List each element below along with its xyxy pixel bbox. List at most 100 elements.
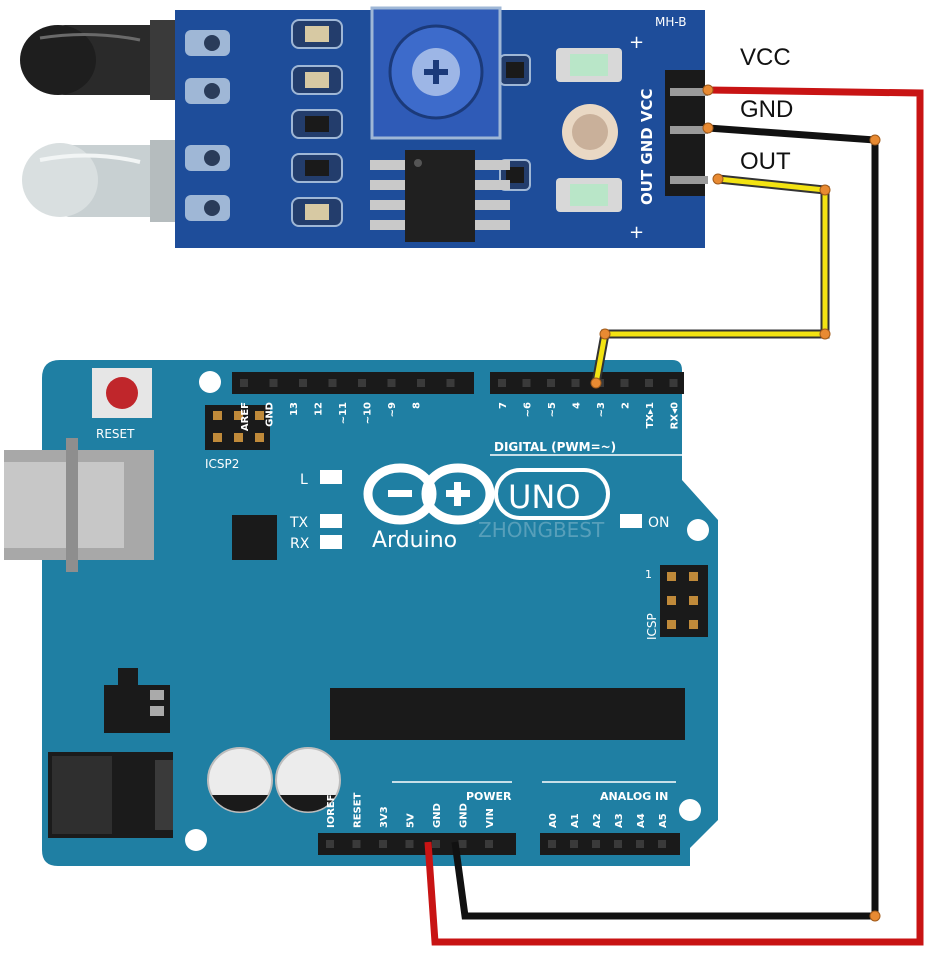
pin-label: A3	[614, 813, 625, 828]
uno-label: UNO	[508, 478, 581, 516]
pin-label: A1	[570, 813, 581, 828]
digital-left-pin-labels: AREF GND 13 12 ~11 ~10 ~9 8	[240, 402, 423, 431]
analog-label: ANALOG IN	[600, 790, 668, 803]
pin-label: A0	[548, 813, 559, 828]
icsp2-label: ICSP2	[205, 457, 239, 471]
pin-label: A5	[658, 813, 669, 828]
led-l-icon	[320, 470, 342, 484]
led-tx-icon	[320, 514, 342, 528]
pin-label: ~10	[363, 402, 374, 424]
reset-button[interactable]	[92, 368, 152, 418]
digital-header-left-pins	[240, 379, 455, 387]
pin-label: GND	[432, 803, 443, 828]
header-pin	[446, 379, 455, 387]
header-pin	[405, 840, 414, 848]
header-pin	[658, 840, 666, 848]
header-pin	[387, 379, 396, 387]
led-rx-icon	[320, 535, 342, 549]
ir-receiver-icon	[20, 20, 185, 100]
pin-label: 2	[621, 402, 632, 409]
header-pin	[299, 379, 307, 387]
header-pin	[645, 379, 653, 387]
watermark-label: ZHONGBEST	[478, 518, 605, 542]
usb-controller-chip	[232, 515, 277, 560]
header-pin	[352, 840, 361, 848]
pin-label: IOREF	[326, 794, 337, 828]
digital-header-left	[232, 372, 474, 394]
out-wire-label: OUT	[740, 148, 791, 175]
power-pin-labels: IOREF RESET 3V3 5V GND GND VIN	[326, 792, 496, 828]
pin-label: ~6	[523, 402, 534, 417]
pin-label: 4	[572, 402, 583, 409]
pin-label: 13	[289, 402, 300, 416]
module-plus-bottom: +	[629, 222, 644, 243]
header-pin	[269, 379, 278, 387]
pin-label: TX▸1	[645, 402, 656, 429]
led-tx-label: TX	[289, 515, 309, 531]
header-pin	[326, 840, 334, 848]
vcc-wire	[424, 86, 924, 946]
wire-node-icons	[590, 84, 881, 922]
analog-pin-labels: A0 A1 A2 A3 A4 A5	[548, 813, 669, 828]
pin-label: 5V	[406, 813, 417, 828]
header-pin	[485, 840, 493, 848]
brand-label: Arduino	[372, 528, 457, 553]
pin-label: RX◂0	[670, 402, 681, 429]
power-header-pins	[326, 840, 493, 848]
digital-header-right	[490, 372, 684, 394]
header-pin	[498, 379, 506, 387]
reset-label: RESET	[96, 427, 135, 441]
module-led-icons	[556, 48, 622, 212]
digital-label: DIGITAL (PWM=~)	[494, 440, 616, 454]
gnd-wire-label: GND	[740, 96, 794, 123]
pin-label: A4	[636, 813, 647, 828]
pin-label: GND	[265, 402, 276, 427]
header-pin	[328, 379, 337, 387]
module-model-label: MH-B	[655, 15, 687, 29]
wires	[424, 84, 924, 946]
pin-label: GND	[459, 803, 470, 828]
ir-emitter-icon	[22, 140, 175, 222]
header-pin	[570, 840, 578, 848]
header-pin	[592, 840, 600, 848]
header-pin	[417, 379, 425, 387]
header-pin	[522, 379, 531, 387]
uno-badge	[494, 468, 610, 520]
pin-label: AREF	[240, 402, 251, 431]
potentiometer-icon	[370, 6, 502, 140]
pin-label: 12	[314, 402, 325, 416]
led-on-label: ON	[648, 515, 670, 531]
icsp2-header	[205, 405, 270, 450]
pin-label: 8	[412, 402, 423, 409]
power-label: POWER	[466, 790, 512, 803]
power-header	[318, 833, 516, 855]
pin-label: ~9	[387, 402, 398, 417]
pin-label: A2	[592, 813, 603, 828]
header-pin	[614, 840, 622, 848]
usb-connector-icon	[4, 438, 154, 572]
sensor-pin-header	[665, 70, 708, 196]
pin-label: RESET	[353, 792, 364, 828]
arduino-uno-board: RESET ICSP2	[4, 360, 718, 866]
arduino-logo-icon	[363, 463, 495, 525]
header-pin	[636, 840, 644, 848]
pin-label: VIN	[485, 808, 496, 828]
analog-header	[540, 833, 680, 855]
pin-label: 7	[498, 402, 509, 409]
header-pin	[358, 379, 366, 387]
atmega-chip	[330, 688, 685, 740]
led-rx-label: RX	[290, 536, 310, 552]
pin-label: ~5	[547, 402, 558, 417]
pin-label: 3V3	[379, 806, 390, 828]
header-pin	[379, 840, 387, 848]
icsp-header	[660, 565, 708, 637]
dc-jack-icon	[48, 752, 173, 838]
icsp-label: ICSP	[645, 613, 659, 640]
voltage-regulator-icon	[104, 668, 170, 733]
pin-label: ~11	[338, 402, 349, 424]
analog-header-pins	[548, 840, 666, 848]
header-pin	[669, 379, 678, 387]
